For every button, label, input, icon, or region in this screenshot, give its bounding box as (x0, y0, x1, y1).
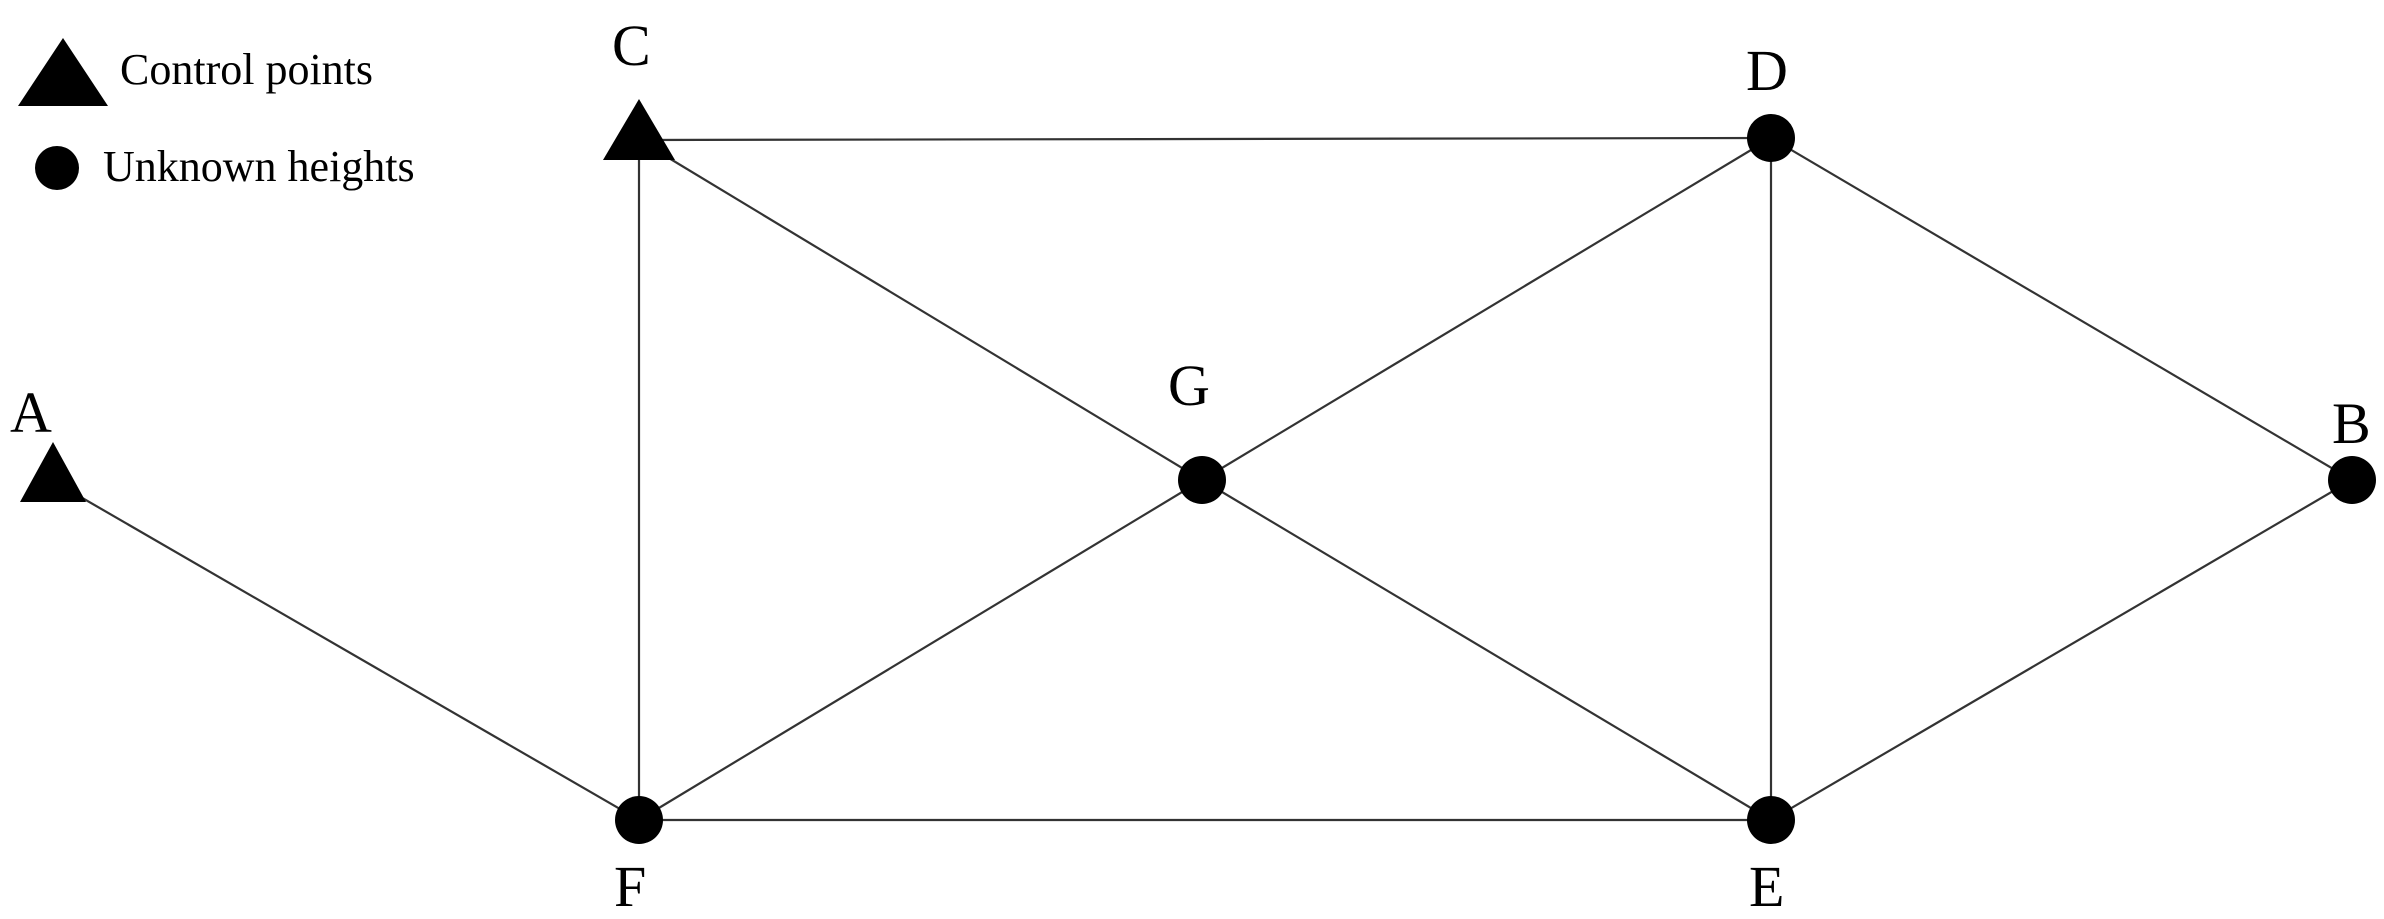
node-g-marker (1178, 456, 1226, 504)
node-d-marker (1747, 114, 1795, 162)
node-label-d: D (1746, 38, 1788, 103)
legend: Control points Unknown heights (18, 38, 415, 191)
node-label-e: E (1749, 854, 1784, 919)
node-a-marker (20, 442, 86, 502)
legend-unknown-circle-icon (35, 146, 79, 190)
node-label-f: F (614, 854, 646, 919)
node-label-a: A (10, 380, 52, 445)
edge-g-f (638, 479, 1203, 821)
network-edges (52, 136, 2353, 822)
node-label-g: G (1168, 353, 1210, 418)
network-nodes (20, 99, 2376, 844)
edge-b-e (1770, 479, 2353, 821)
node-e-marker (1747, 796, 1795, 844)
edge-g-e (1201, 479, 1772, 821)
node-label-b: B (2332, 391, 2371, 456)
legend-control-triangle-icon (18, 38, 108, 106)
node-label-c: C (612, 13, 651, 78)
legend-unknown-label: Unknown heights (103, 142, 415, 191)
edge-c-g (638, 139, 1203, 481)
node-c-marker (603, 99, 675, 160)
edge-d-g (1201, 137, 1772, 481)
node-labels: A C D G B F E (10, 13, 2371, 919)
edge-c-d (638, 136, 1772, 142)
node-f-marker (615, 796, 663, 844)
legend-control-label: Control points (120, 45, 373, 94)
edge-a-f (52, 480, 640, 821)
node-b-marker (2328, 456, 2376, 504)
edge-d-b (1770, 137, 2353, 481)
